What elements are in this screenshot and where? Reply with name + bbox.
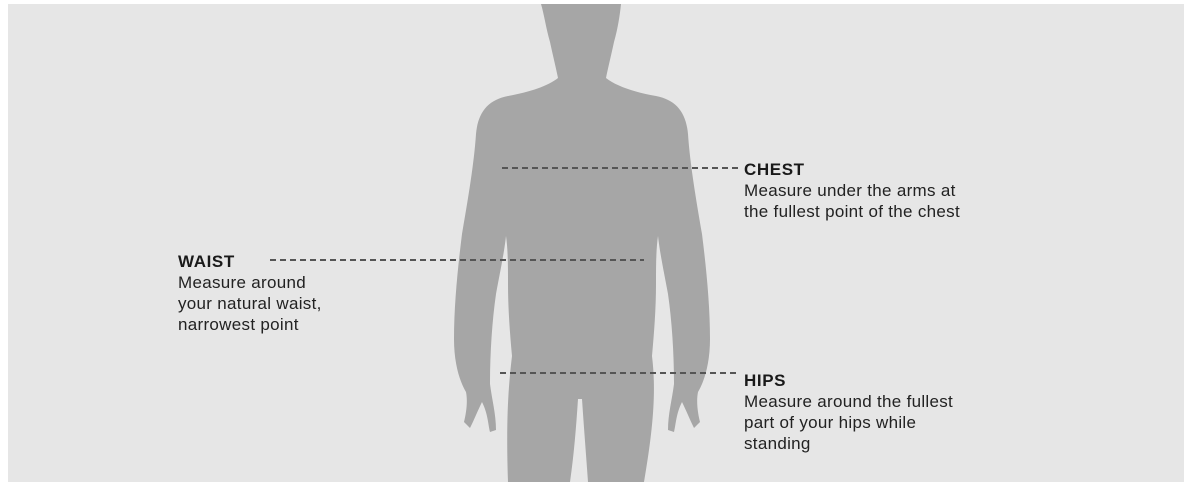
hips-desc-line: Measure around the fullest [744, 391, 1034, 412]
chest-desc-line: Measure under the arms at [744, 180, 1044, 201]
waist-label: WAIST Measure around your natural waist,… [178, 252, 378, 335]
hips-desc-line: part of your hips while [744, 412, 1034, 433]
hips-desc-line: standing [744, 433, 1034, 454]
waist-desc-line: Measure around [178, 272, 378, 293]
waist-description: Measure around your natural waist, narro… [178, 272, 378, 335]
chest-description: Measure under the arms at the fullest po… [744, 180, 1044, 222]
hips-description: Measure around the fullest part of your … [744, 391, 1034, 454]
chest-desc-line: the fullest point of the chest [744, 201, 1044, 222]
body-silhouette [454, 4, 710, 482]
waist-desc-line: your natural waist, [178, 293, 378, 314]
chest-label: CHEST Measure under the arms at the full… [744, 160, 1044, 222]
waist-desc-line: narrowest point [178, 314, 378, 335]
waist-title: WAIST [178, 252, 378, 272]
hips-label: HIPS Measure around the fullest part of … [744, 371, 1034, 454]
measurement-guide-panel: CHEST Measure under the arms at the full… [8, 4, 1184, 482]
chest-title: CHEST [744, 160, 1044, 180]
hips-title: HIPS [744, 371, 1034, 391]
